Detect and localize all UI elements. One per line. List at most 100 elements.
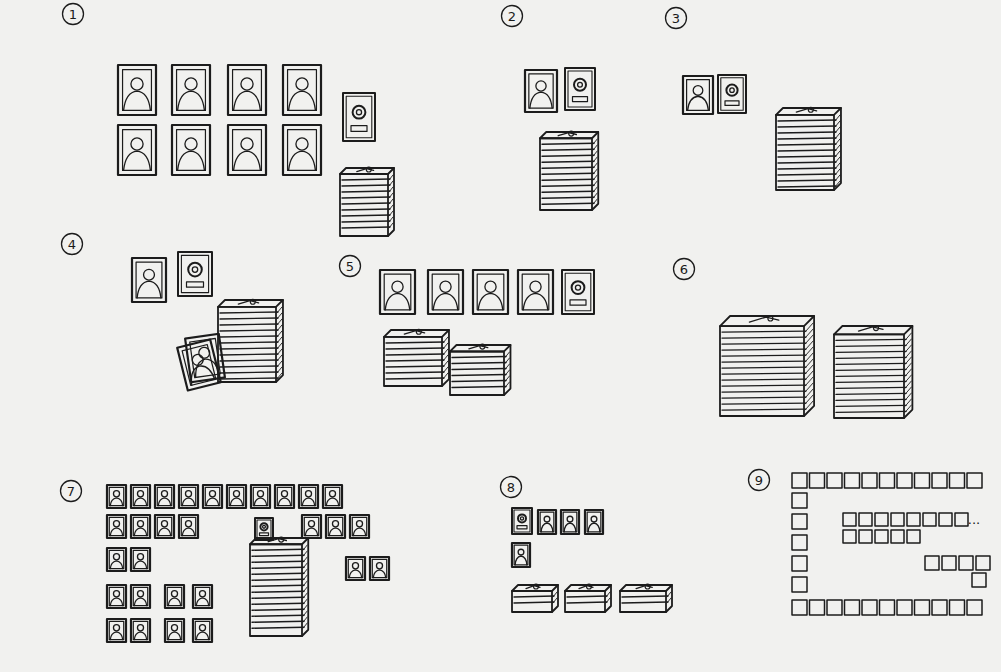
sketch-number: 5 (346, 260, 354, 273)
paper-stack (565, 584, 611, 612)
portrait-frame (283, 125, 321, 175)
placeholder-square (950, 473, 965, 488)
placeholder-square (792, 535, 807, 550)
portrait-frame (380, 270, 415, 314)
placeholder-square (792, 473, 807, 488)
sketch-number: 4 (68, 238, 76, 251)
placeholder-square (880, 600, 895, 615)
placeholder-square (875, 530, 888, 543)
badge-card (565, 68, 595, 110)
badge-card (343, 93, 375, 141)
sketch-number: 1 (69, 8, 77, 21)
portrait-frame (275, 485, 294, 508)
portrait-frame (585, 510, 603, 534)
portrait-frame (107, 619, 126, 642)
portrait-frame (227, 485, 246, 508)
placeholder-square (959, 556, 973, 570)
portrait-frame (172, 125, 210, 175)
placeholder-square (862, 473, 877, 488)
placeholder-square (827, 473, 842, 488)
paper-stack (540, 131, 598, 210)
portrait-frame (512, 543, 530, 567)
placeholder-square (843, 513, 856, 526)
paper-stack (450, 344, 510, 395)
portrait-frame (299, 485, 318, 508)
placeholder-square (932, 600, 947, 615)
placeholder-square (792, 514, 807, 529)
placeholder-square (810, 473, 825, 488)
portrait-frame (107, 585, 126, 608)
portrait-frame (172, 65, 210, 115)
badge-card (255, 518, 273, 540)
placeholder-square (827, 600, 842, 615)
paper-stack (620, 584, 672, 612)
placeholder-square (810, 600, 825, 615)
placeholder-square (792, 493, 807, 508)
sketch-number: 3 (672, 12, 680, 25)
badge-card (512, 508, 532, 534)
portrait-frame (107, 515, 126, 538)
portrait-frame (683, 76, 713, 114)
sketch-number: 9 (755, 474, 763, 487)
portrait-frame (179, 515, 198, 538)
placeholder-square (925, 556, 939, 570)
number-circle (63, 4, 84, 25)
sketch-number: 8 (507, 481, 515, 494)
sketch-number: 7 (67, 485, 75, 498)
number-circle (666, 8, 687, 29)
number-circle (501, 477, 522, 498)
number-circle (502, 6, 523, 27)
paper-stack (250, 537, 308, 636)
portrait-frame (131, 485, 150, 508)
portrait-frame (538, 510, 556, 534)
number-circle (340, 256, 361, 277)
badge-card (718, 75, 746, 113)
portrait-frame (350, 515, 369, 538)
portrait-frame (473, 270, 508, 314)
placeholder-square (939, 513, 952, 526)
placeholder-square (845, 473, 860, 488)
placeholder-square (891, 530, 904, 543)
number-circle (62, 234, 83, 255)
placeholder-square (859, 513, 872, 526)
paper-stack (776, 107, 841, 190)
portrait-frame (302, 515, 321, 538)
placeholder-square (907, 513, 920, 526)
portrait-frame (107, 485, 126, 508)
portrait-frame (370, 557, 389, 580)
paper-stack (512, 584, 558, 612)
placeholder-square (792, 600, 807, 615)
badge-card (562, 270, 594, 314)
placeholder-square (955, 513, 968, 526)
placeholder-square (923, 513, 936, 526)
portrait-frame (177, 340, 221, 391)
placeholder-square (915, 600, 930, 615)
placeholder-square (843, 530, 856, 543)
portrait-frame (228, 125, 266, 175)
paper-stack (218, 299, 283, 382)
placeholder-square (907, 530, 920, 543)
portrait-frame (203, 485, 222, 508)
portrait-frame (131, 585, 150, 608)
paper-stack (834, 326, 912, 418)
placeholder-square (976, 556, 990, 570)
placeholder-square (972, 573, 986, 587)
number-circle (674, 259, 695, 280)
portrait-frame (518, 270, 553, 314)
placeholder-square (792, 577, 807, 592)
placeholder-square (897, 600, 912, 615)
portrait-frame (326, 515, 345, 538)
portrait-frame (118, 65, 156, 115)
placeholder-square (942, 556, 956, 570)
paper-stack (720, 316, 814, 416)
sketch-number: 2 (508, 10, 516, 23)
portrait-frame (155, 485, 174, 508)
portrait-frame (251, 485, 270, 508)
paper-stack (384, 329, 449, 386)
placeholder-square (950, 600, 965, 615)
portrait-frame (193, 585, 212, 608)
ellipsis-mark: ... (968, 513, 980, 526)
placeholder-square (845, 600, 860, 615)
portrait-frame (132, 258, 166, 302)
placeholder-square (967, 473, 982, 488)
